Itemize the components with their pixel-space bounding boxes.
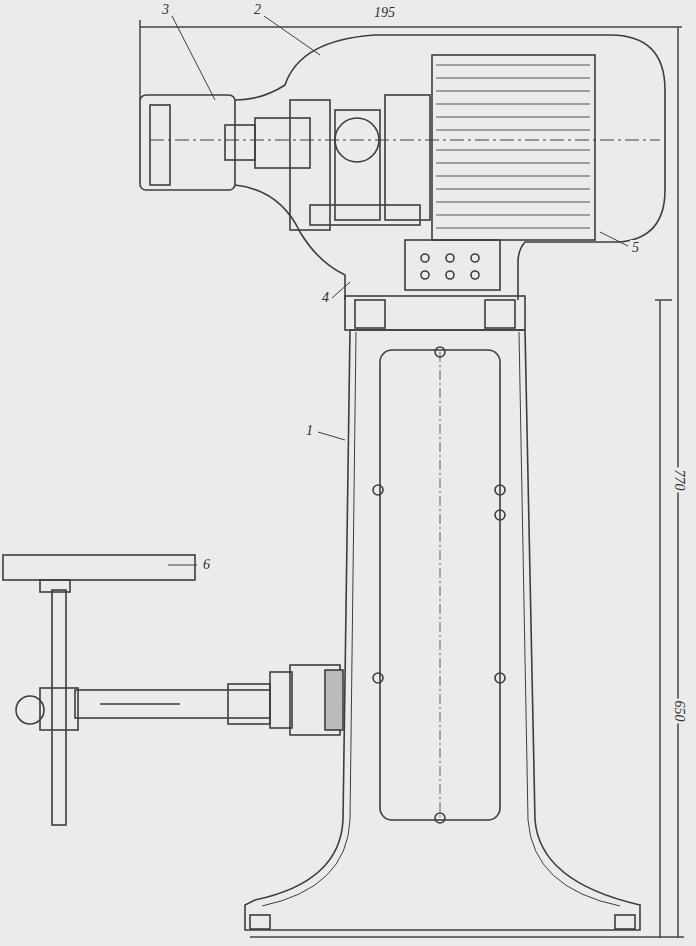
motor-head — [405, 240, 500, 290]
pedestal — [495, 485, 505, 495]
motor-fins — [436, 227, 590, 228]
callout-number: 3 — [160, 2, 171, 18]
motor-fins — [436, 162, 590, 163]
dimension-lines — [250, 936, 684, 938]
pedestal — [373, 673, 383, 683]
motor-head — [150, 105, 170, 185]
pedestal — [245, 330, 640, 930]
leader-lines — [172, 16, 215, 100]
motor-head — [335, 110, 380, 220]
motor-head — [421, 271, 429, 279]
pedestal — [373, 485, 383, 495]
callout-number: 1 — [304, 423, 315, 439]
dimension-text: 650 — [670, 699, 686, 724]
pedestal — [615, 915, 635, 929]
pedestal — [250, 915, 270, 929]
motor-head — [385, 95, 430, 220]
motor-fins — [436, 214, 590, 215]
pedestal — [435, 813, 445, 823]
table-arm — [270, 672, 292, 728]
table-arm — [52, 590, 66, 825]
pedestal — [435, 347, 445, 357]
pedestal — [519, 332, 620, 906]
motor-fins — [436, 64, 590, 65]
dimension-lines — [655, 299, 672, 301]
motor-fins — [436, 149, 590, 150]
table-arm — [40, 688, 78, 730]
callout-number: 6 — [201, 557, 212, 573]
leader-lines — [264, 16, 320, 55]
dimension-lines — [140, 20, 684, 938]
callout-number: 4 — [320, 290, 331, 306]
callout-number: 2 — [252, 2, 263, 18]
callout-number: 5 — [630, 240, 641, 256]
motor-head — [421, 254, 429, 262]
motor-fins — [436, 103, 590, 104]
pedestal — [380, 350, 500, 820]
motor-fins — [436, 77, 590, 78]
motor-head — [432, 55, 595, 240]
dimension-lines — [139, 20, 141, 100]
motor-fins — [436, 201, 590, 202]
pedestal — [245, 330, 640, 930]
dimension-lines — [659, 300, 661, 938]
motor-fins — [436, 65, 590, 228]
table-arm — [100, 703, 180, 705]
motor-fins — [436, 188, 590, 189]
motor-head — [485, 300, 515, 328]
motor-head — [446, 254, 454, 262]
leader-lines — [332, 282, 350, 298]
motor-fins — [436, 116, 590, 117]
table-arm — [325, 670, 343, 730]
pedestal — [262, 332, 356, 906]
leader-lines — [168, 16, 628, 565]
motor-head — [225, 125, 255, 160]
leader-lines — [168, 565, 197, 566]
pedestal — [495, 510, 505, 520]
motor-head — [446, 271, 454, 279]
table-arm — [40, 580, 70, 592]
motor-head — [471, 271, 479, 279]
motor-fins — [436, 90, 590, 91]
table-arm — [3, 555, 343, 825]
motor-head — [255, 118, 310, 168]
motor-head — [355, 300, 385, 328]
motor-head — [140, 95, 235, 190]
pedestal — [495, 673, 505, 683]
motor-head — [150, 140, 660, 141]
leader-lines — [318, 432, 345, 440]
dimension-lines — [140, 26, 682, 28]
motor-head — [140, 35, 665, 330]
leader-lines — [600, 232, 628, 246]
motor-head — [375, 35, 665, 300]
dimension-text: 770 — [670, 468, 686, 493]
motor-head — [471, 254, 479, 262]
motor-head — [310, 205, 420, 225]
table-arm — [3, 555, 195, 580]
table-arm — [75, 690, 270, 718]
table-arm — [228, 684, 270, 724]
motor-fins — [436, 175, 590, 176]
pedestal — [440, 352, 441, 818]
dimension-text: 195 — [372, 5, 397, 21]
motor-head — [345, 296, 525, 330]
motor-fins — [436, 129, 590, 130]
